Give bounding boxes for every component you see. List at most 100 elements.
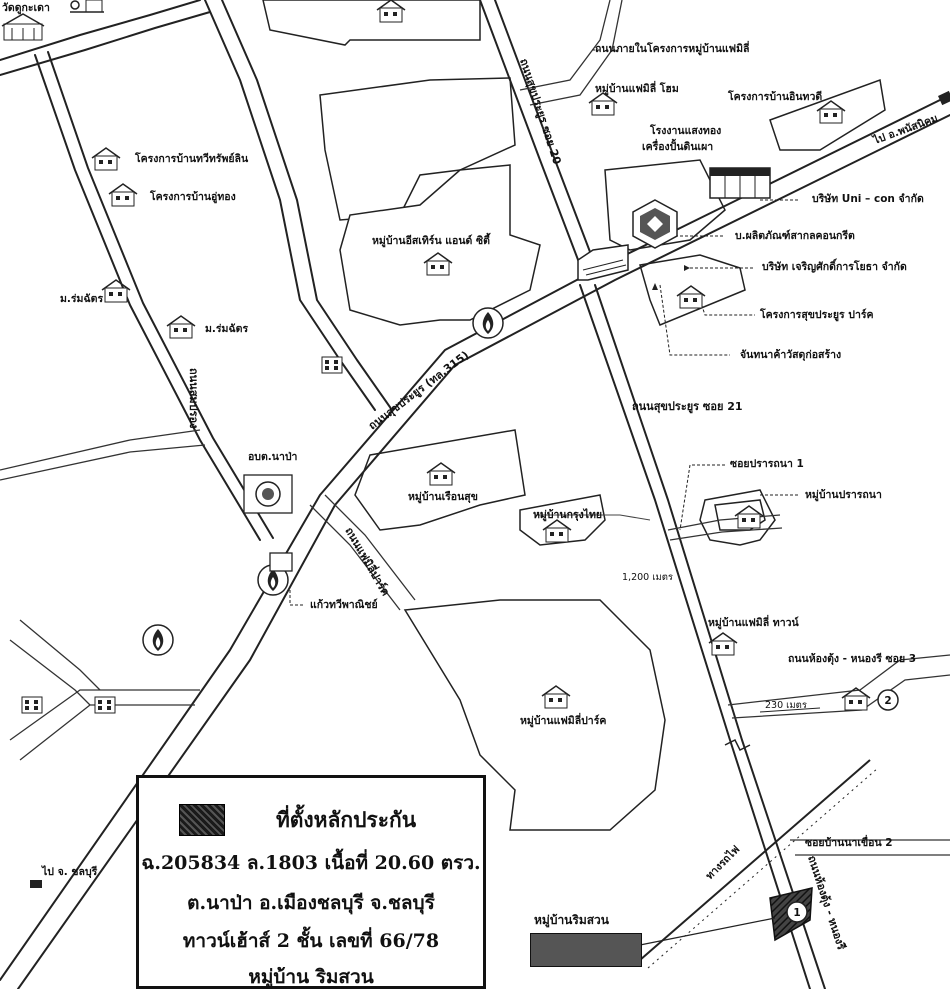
house-icon bbox=[376, 0, 406, 23]
label-charoen: บริษัท เจริญศักดิ์การโยธา จำกัด bbox=[762, 258, 907, 273]
label-family-park: หมู่บ้านแฟมิลี่ปาร์ค bbox=[520, 712, 606, 728]
distance-tick-230 bbox=[759, 707, 821, 713]
label-concrete: บ.ผลิตภัณฑ์สากลคอนกรีต bbox=[735, 229, 855, 242]
road-sw-c bbox=[9, 689, 200, 741]
road-sw-d bbox=[19, 704, 195, 761]
government-office-icon bbox=[243, 474, 293, 514]
label-soi-pratthana1: ซอยปรารถนา 1 bbox=[730, 458, 804, 470]
label-family-home: หมู่บ้านแฟมิลี่ โฮม bbox=[595, 80, 679, 96]
soi20-road-edge-a bbox=[479, 0, 581, 266]
house-icon bbox=[423, 252, 453, 276]
road-sw-b bbox=[9, 639, 91, 706]
factory-icon bbox=[577, 244, 629, 281]
soi21-road-edge-a bbox=[579, 284, 811, 989]
plot-sukprayoon-park bbox=[639, 254, 746, 326]
rimsuan-label: หมู่บ้านริมสวน bbox=[534, 913, 609, 927]
label-romchat-1: ม.ร่มฉัตร bbox=[60, 293, 103, 305]
house-icon bbox=[541, 685, 571, 709]
house-icon bbox=[101, 279, 131, 303]
label-soi3: ถนนห้องตุ้ง - หนองรี ซอย 3 bbox=[788, 652, 916, 666]
label-factory-2: เครื่องปั้นดินเผา bbox=[642, 138, 713, 153]
svg-text:2: 2 bbox=[884, 695, 891, 707]
label-distance-230: 230 เมตร bbox=[765, 700, 807, 711]
label-romchat-2: ม.ร่มฉัตร bbox=[205, 323, 248, 335]
legend-hatch-swatch bbox=[179, 804, 225, 836]
railway-line bbox=[639, 759, 871, 961]
house-icon bbox=[542, 519, 572, 543]
gas-station-icon bbox=[142, 624, 174, 656]
label-wat: วัดดูกะเดา bbox=[2, 2, 50, 15]
house-icon bbox=[108, 183, 138, 207]
label-thaweesap: โครงการบ้านทวีทรัพย์ลิน bbox=[134, 152, 249, 165]
leader-kaew bbox=[289, 590, 305, 606]
building-icon bbox=[21, 696, 43, 714]
plot-krungthai bbox=[519, 494, 606, 546]
road-krungthai bbox=[535, 514, 651, 521]
plot-north-block bbox=[319, 77, 516, 221]
house-icon bbox=[676, 285, 706, 309]
company-logo-icon bbox=[632, 199, 678, 249]
label-ruenrsuk: หมู่บ้านเรือนสุข bbox=[408, 490, 478, 504]
legend-box: ที่ตั้งหลักประกัน ฉ.205834 ล.1803 เนื้อท… bbox=[136, 775, 486, 989]
plot-eastern-city bbox=[339, 164, 541, 326]
road-west-branch-b bbox=[0, 444, 206, 481]
leader-pratthana1 bbox=[679, 464, 725, 531]
house-icon bbox=[166, 315, 196, 339]
house-icon bbox=[708, 632, 738, 656]
soi20-road-edge-b bbox=[494, 0, 596, 266]
label-soi21: ถนนสุขประยูร ซอย 21 bbox=[632, 400, 743, 414]
left-road-c bbox=[221, 0, 393, 411]
label-obt: อบต.นาป่า bbox=[248, 451, 298, 463]
building-icon bbox=[321, 356, 343, 374]
label-kaew: แก้วทวีพาณิชย์ bbox=[310, 598, 378, 611]
label-eastern-city: หมู่บ้านอีสเทิร์น แอนด์ ซิตี้ bbox=[372, 232, 491, 248]
arrow-right-icon bbox=[938, 90, 950, 106]
road-sw-a bbox=[19, 619, 101, 691]
road-pratthana1-b bbox=[669, 527, 783, 541]
label-inner-road: ถนนภายในโครงการหมู่บ้านแฟมิลี่ bbox=[595, 40, 749, 56]
road-family-park-a bbox=[309, 504, 401, 611]
house-icon bbox=[841, 687, 871, 711]
svg-text:1: 1 bbox=[793, 907, 800, 919]
label-familypark-road: ถนนแฟมิลี่ปาร์ค bbox=[342, 524, 393, 598]
marker-2: 2 bbox=[877, 689, 899, 711]
label-to-chonburi: ไป จ. ชลบุรี bbox=[41, 865, 98, 879]
label-distance-1200: 1,200 เมตร bbox=[622, 572, 673, 583]
rimsuan-box bbox=[530, 933, 642, 967]
road-west-branch bbox=[0, 429, 201, 471]
main-road-edge-b bbox=[17, 114, 950, 989]
label-uthong: โครงการบ้านอู่ทอง bbox=[149, 190, 236, 204]
legend-line-2: ต.นาป่า อ.เมืองชลบุรี จ.ชลบุรี bbox=[187, 892, 435, 914]
house-icon bbox=[588, 92, 618, 116]
arrow-down-left-icon bbox=[30, 880, 42, 888]
legend-line-4: หมู่บ้าน ริมสวน bbox=[248, 966, 374, 988]
gas-station-icon bbox=[472, 307, 504, 339]
label-soi20: ถนนสุขประยูร ซอย 20 bbox=[516, 57, 564, 167]
top-left-road-a bbox=[0, 0, 201, 61]
house-icon bbox=[816, 100, 846, 124]
label-unicon: บริษัท Uni – con จำกัด bbox=[812, 193, 924, 205]
label-inthawadee: โครงการบ้านอินทวดี bbox=[727, 90, 822, 103]
house-icon bbox=[734, 505, 764, 529]
road-soi3-a bbox=[727, 654, 950, 706]
building-icon bbox=[94, 696, 116, 714]
road-break-icon bbox=[724, 738, 751, 752]
label-shop: จันทนาค้าวัสดุก่อสร้าง bbox=[740, 348, 841, 362]
soi21-road-edge-b bbox=[594, 284, 826, 989]
house-icon bbox=[91, 147, 121, 171]
shrine-icon bbox=[70, 0, 104, 13]
label-krungthai: หมู่บ้านกรุงไทย bbox=[533, 508, 602, 522]
shop-icon bbox=[269, 552, 293, 572]
label-sukprayoon-park: โครงการสุขประยูร ปาร์ค bbox=[759, 308, 874, 322]
unicon-building-icon bbox=[709, 167, 771, 199]
arrow-left-icon bbox=[684, 265, 690, 271]
plot-family-park bbox=[403, 599, 666, 831]
label-main-road: ถนนสุขประยูร (ทล.315) bbox=[366, 349, 472, 434]
left-road-b bbox=[204, 0, 376, 411]
arrow-up-icon bbox=[652, 283, 658, 290]
label-factory: โรงงานแสงทอง bbox=[649, 124, 721, 137]
legend-line-1: ฉ.205834 ล.1803 เนื้อที่ 20.60 ตรว. bbox=[141, 852, 481, 874]
label-pratthana: หมู่บ้านปรารถนา bbox=[805, 488, 882, 502]
marker-1: 1 bbox=[786, 901, 808, 923]
